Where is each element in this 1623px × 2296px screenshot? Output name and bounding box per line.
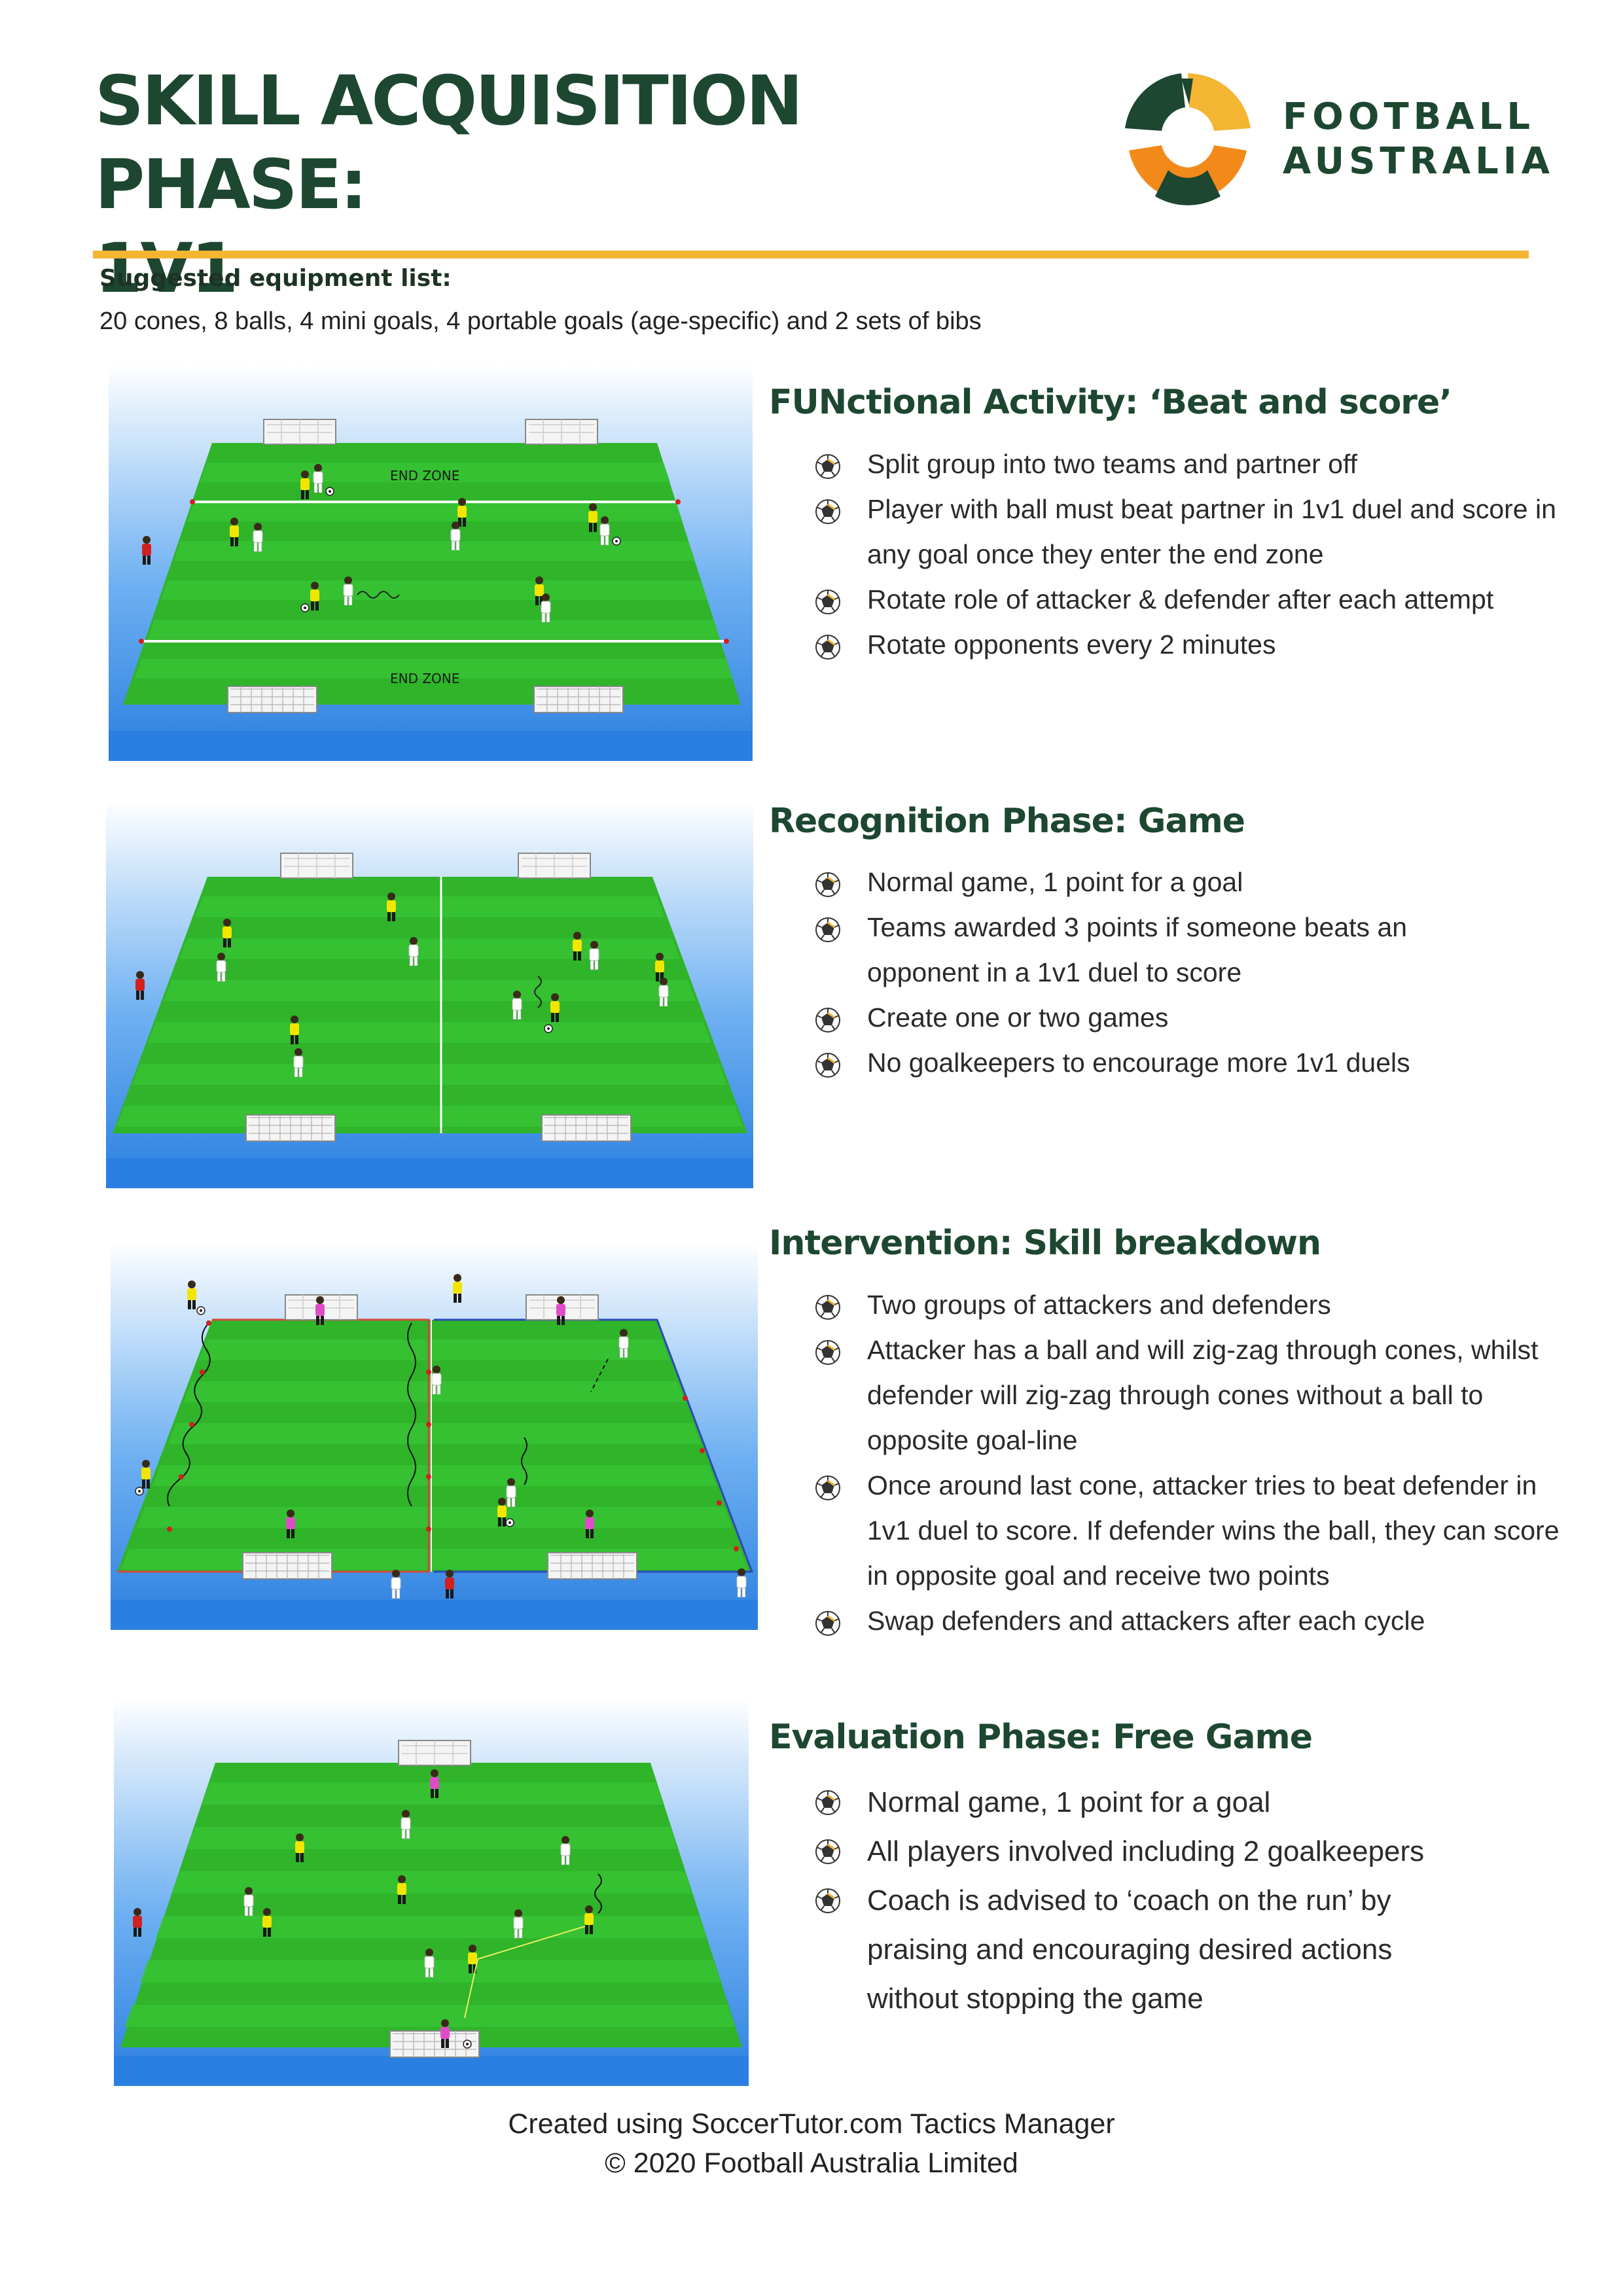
- drill-diagram-beat-and-score: END ZONE END ZONE: [109, 364, 753, 761]
- bullet-text: Rotate opponents every 2 minutes: [867, 629, 1276, 660]
- section-title-evaluation-phase: Evaluation Phase: Free Game: [769, 1718, 1313, 1757]
- soccer-ball-icon: [815, 1839, 841, 1865]
- soccer-ball-icon: [815, 1610, 841, 1636]
- soccer-ball-icon: [815, 1888, 841, 1914]
- list-item: Player with ball must beat partner in 1v…: [815, 487, 1561, 577]
- soccer-ball-icon: [815, 1790, 841, 1816]
- bullet-list-recognition-phase: Normal game, 1 point for a goal Teams aw…: [815, 860, 1469, 1086]
- logo-text-line-1: FOOTBALL: [1283, 96, 1535, 138]
- list-item: Attacker has a ball and will zig-zag thr…: [815, 1328, 1574, 1463]
- bullet-text: Once around last cone, attacker tries to…: [867, 1470, 1560, 1591]
- logo-text-line-2: AUSTRALIA: [1283, 140, 1554, 183]
- bullet-text: Normal game, 1 point for a goal: [867, 1786, 1271, 1818]
- title-line-1: SKILL ACQUISITION PHASE:: [95, 61, 803, 224]
- bullet-text: Normal game, 1 point for a goal: [867, 867, 1243, 897]
- soccer-ball-icon: [815, 1007, 841, 1033]
- page-title: SKILL ACQUISITION PHASE: 1V1: [95, 59, 1077, 310]
- bullet-text: Player with ball must beat partner in 1v…: [867, 494, 1556, 569]
- footer-credit: Created using SoccerTutor.com Tactics Ma…: [508, 2108, 1115, 2140]
- list-item: Rotate role of attacker & defender after…: [815, 577, 1561, 622]
- section-title-functional-activity: FUNctional Activity: ‘Beat and score’: [769, 383, 1452, 422]
- bullet-list-evaluation-phase: Normal game, 1 point for a goal All play…: [815, 1778, 1469, 2023]
- bullet-list-functional-activity: Split group into two teams and partner o…: [815, 442, 1561, 667]
- bullet-text: Two groups of attackers and defenders: [867, 1290, 1331, 1320]
- section-title-intervention: Intervention: Skill breakdown: [769, 1224, 1321, 1263]
- soccer-ball-icon: [815, 499, 841, 525]
- end-zone-label-bottom: END ZONE: [390, 671, 459, 686]
- title-line-2: 1V1: [95, 228, 238, 308]
- bullet-text: Rotate role of attacker & defender after…: [867, 584, 1494, 614]
- bullet-text: Create one or two games: [867, 1002, 1169, 1033]
- header-divider: [93, 251, 1529, 258]
- end-zone-label-top: END ZONE: [390, 468, 459, 484]
- soccer-ball-icon: [815, 1294, 841, 1320]
- footer-copyright: © 2020 Football Australia Limited: [605, 2147, 1018, 2179]
- section-title-recognition-phase: Recognition Phase: Game: [769, 802, 1245, 841]
- list-item: Rotate opponents every 2 minutes: [815, 622, 1561, 667]
- equipment-label: Suggested equipment list:: [99, 265, 452, 292]
- bullet-text: No goalkeepers to encourage more 1v1 due…: [867, 1048, 1410, 1078]
- bullet-text: Teams awarded 3 points if someone beats …: [867, 912, 1408, 987]
- soccer-ball-icon: [815, 589, 841, 615]
- soccer-ball-icon: [815, 634, 841, 660]
- soccer-ball-icon: [815, 1052, 841, 1078]
- soccer-ball-icon: [815, 917, 841, 943]
- bullet-text: Split group into two teams and partner o…: [867, 449, 1358, 479]
- list-item: Create one or two games: [815, 995, 1469, 1040]
- list-item: Normal game, 1 point for a goal: [815, 860, 1469, 905]
- drill-diagram-skill-breakdown: [111, 1241, 758, 1630]
- list-item: Split group into two teams and partner o…: [815, 442, 1561, 487]
- list-item: No goalkeepers to encourage more 1v1 due…: [815, 1040, 1469, 1086]
- soccer-ball-icon: [815, 872, 841, 898]
- list-item: Coach is advised to ‘coach on the run’ b…: [815, 1876, 1469, 2023]
- bullet-text: Attacker has a ball and will zig-zag thr…: [867, 1335, 1539, 1455]
- list-item: All players involved including 2 goalkee…: [815, 1827, 1469, 1876]
- list-item: Normal game, 1 point for a goal: [815, 1778, 1469, 1827]
- drill-diagram-free-game: [114, 1697, 749, 2086]
- soccer-ball-icon: [815, 1475, 841, 1501]
- equipment-text: 20 cones, 8 balls, 4 mini goals, 4 porta…: [99, 308, 982, 335]
- bullet-text: Coach is advised to ‘coach on the run’ b…: [867, 1884, 1393, 2015]
- list-item: Swap defenders and attackers after each …: [815, 1598, 1574, 1644]
- bullet-list-intervention: Two groups of attackers and defenders At…: [815, 1282, 1574, 1644]
- list-item: Teams awarded 3 points if someone beats …: [815, 905, 1469, 995]
- bullet-text: All players involved including 2 goalkee…: [867, 1835, 1425, 1867]
- drill-diagram-recognition-game: [106, 800, 753, 1188]
- logo-wordmark: FOOTBALL AUSTRALIA: [1283, 95, 1554, 184]
- soccer-ball-icon: [815, 453, 841, 480]
- soccer-ball-icon: [815, 1339, 841, 1366]
- football-australia-logo-icon: [1116, 65, 1260, 209]
- list-item: Two groups of attackers and defenders: [815, 1282, 1574, 1328]
- list-item: Once around last cone, attacker tries to…: [815, 1463, 1574, 1598]
- bullet-text: Swap defenders and attackers after each …: [867, 1606, 1425, 1636]
